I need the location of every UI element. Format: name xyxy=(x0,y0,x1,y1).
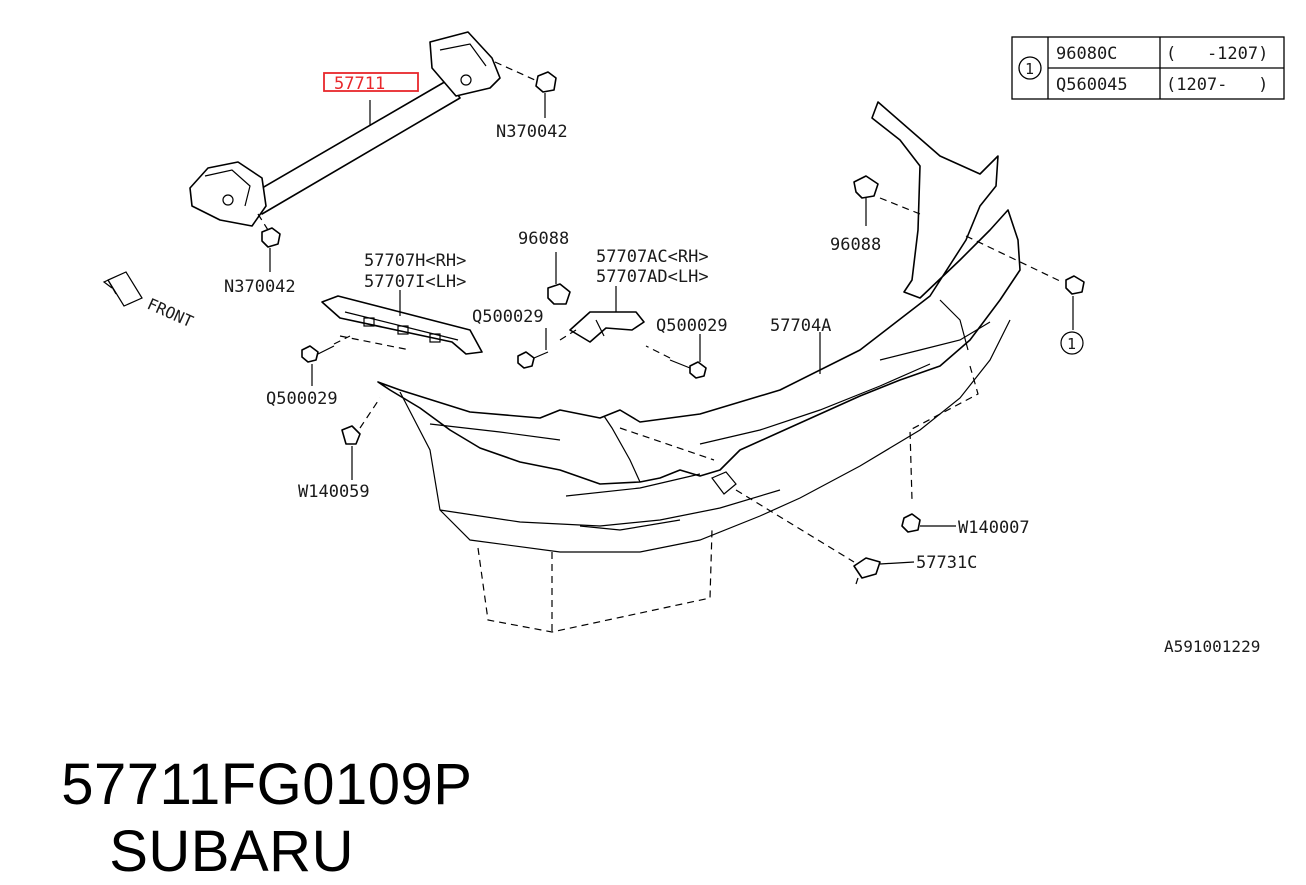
screw-right xyxy=(645,334,707,379)
clip-w140007 xyxy=(901,513,956,533)
table-part-1: 96080C xyxy=(1056,44,1117,64)
label-q500029-left: Q500029 xyxy=(266,389,338,409)
part-number: 57711FG0109P xyxy=(61,752,473,817)
clip-96088-right xyxy=(853,175,921,226)
label-57707h: 57707H<RH> xyxy=(364,251,466,271)
reinforcement-beam xyxy=(189,31,536,227)
label-57707i: 57707I<LH> xyxy=(364,272,466,292)
nut-top xyxy=(535,71,557,118)
label-n370042-top: N370042 xyxy=(496,122,568,142)
label-57707ac: 57707AC<RH> xyxy=(596,247,709,267)
label-w140059: W140059 xyxy=(298,482,370,502)
label-96088-mid: 96088 xyxy=(518,229,569,249)
label-n370042-left: N370042 xyxy=(224,277,296,297)
reference-table: 1 96080C ( -1207) Q560045 (1207- ) xyxy=(1011,36,1285,100)
parts-diagram: 1 96080C ( -1207) Q560045 (1207- ) 57711… xyxy=(102,31,1285,656)
bolt-right xyxy=(965,235,1085,355)
front-arrow: FRONT xyxy=(102,271,196,331)
bumper-cover xyxy=(359,101,1021,633)
nut-left xyxy=(257,213,281,272)
label-57707ad: 57707AD<LH> xyxy=(596,267,709,287)
tow-hook-cover xyxy=(735,489,915,585)
label-57704a: 57704A xyxy=(770,316,831,336)
brand-name: SUBARU xyxy=(109,819,354,884)
screw-left xyxy=(301,335,351,386)
side-bracket-57707ac xyxy=(559,286,645,343)
table-part-2: Q560045 xyxy=(1056,75,1128,95)
side-bracket-57707h xyxy=(321,290,483,355)
highlight-part-number: 57711 xyxy=(334,74,385,94)
label-96088-right: 96088 xyxy=(830,235,881,255)
table-range-1: ( -1207) xyxy=(1166,44,1268,64)
clip-w140059 xyxy=(341,425,361,480)
screw-mid xyxy=(517,328,549,369)
table-ref-number: 1 xyxy=(1025,60,1034,78)
front-label: FRONT xyxy=(144,294,196,331)
label-w140007: W140007 xyxy=(958,518,1030,538)
clip-96088-mid xyxy=(547,252,571,305)
highlight-label: 57711 xyxy=(323,72,419,94)
caption: 57711FG0109P SUBARU xyxy=(28,684,472,885)
label-57731c: 57731C xyxy=(916,553,977,573)
label-q500029-mid: Q500029 xyxy=(472,307,544,327)
label-q500029-right: Q500029 xyxy=(656,316,728,336)
callout-ref-1: 1 xyxy=(1067,335,1076,353)
table-range-2: (1207- ) xyxy=(1166,75,1268,95)
diagram-code: A591001229 xyxy=(1164,637,1260,656)
